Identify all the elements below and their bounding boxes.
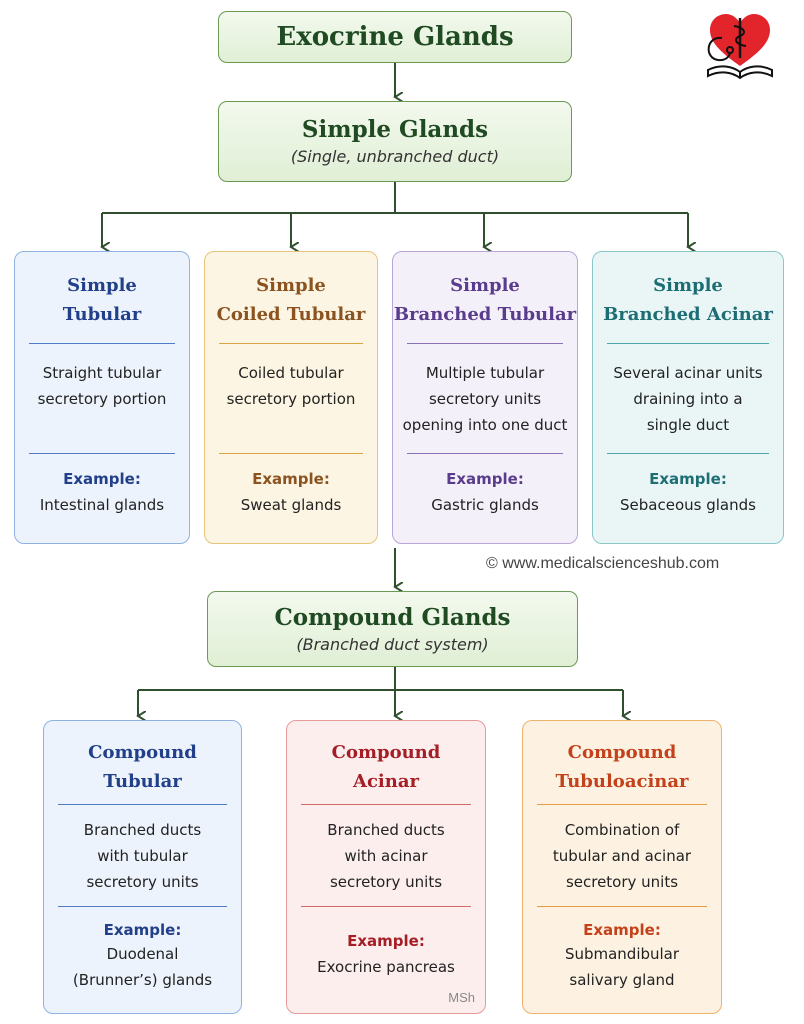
card-description-line: with tubular [97, 847, 188, 865]
card-description-line: secretory units [329, 873, 443, 891]
example-value: (Brunner’s) glands [72, 971, 213, 989]
card-title-line1: Simple [653, 275, 723, 296]
card-description-line: secretory units [86, 873, 199, 891]
card-description-line: secretory portion [37, 390, 167, 408]
card-description-line: Branched ducts [83, 821, 202, 839]
simple-glands-box: Simple Glands (Single, unbranched duct) [218, 101, 572, 182]
example-value: Sweat glands [240, 496, 342, 514]
copyright-text: © www.medicalscienceshub.com [486, 555, 720, 572]
example-value: Exocrine pancreas [317, 958, 455, 976]
heart-stethoscope-book-icon [707, 14, 773, 80]
card-title-line2: Coiled Tubular [216, 304, 366, 325]
example-label: Example: [63, 470, 141, 488]
card-description-line: Coiled tubular [238, 364, 344, 382]
example-value: Sebaceous glands [620, 496, 756, 514]
card-description-line: Combination of [564, 821, 680, 839]
card-title-line2: Branched Tubular [393, 304, 577, 325]
card-description-line: secretory units [428, 390, 542, 408]
card-title-line2: Branched Acinar [603, 304, 773, 325]
compound-glands-title: Compound Glands [274, 604, 511, 631]
card-title-line1: Compound [331, 742, 441, 763]
card-description-line: secretory units [565, 873, 679, 891]
card-simple-branched-tubular: Simple Branched Tubular Multiple tubular… [392, 251, 578, 544]
card-description-line: Several acinar units [613, 364, 763, 382]
card-description-line: with acinar [344, 847, 428, 865]
example-label: Example: [446, 470, 524, 488]
card-title-line2: Tubular [62, 304, 142, 325]
example-value: Intestinal glands [39, 496, 165, 514]
watermark-text: MSh [448, 990, 475, 1005]
example-value: salivary gland [569, 971, 675, 989]
root-title: Exocrine Glands [276, 22, 514, 52]
card-title-line1: Compound [567, 742, 677, 763]
compound-glands-box: Compound Glands (Branched duct system) [207, 591, 578, 667]
card-title-line2: Tubular [103, 771, 182, 792]
example-value: Submandibular [564, 945, 680, 963]
card-title-line2: Acinar [353, 771, 419, 792]
example-value: Duodenal [106, 945, 179, 963]
root-box-exocrine-glands: Exocrine Glands [218, 11, 572, 63]
card-simple-branched-acinar: Simple Branched Acinar Several acinar un… [592, 251, 784, 544]
card-simple-tubular: Simple Tubular Straight tubular secretor… [14, 251, 190, 544]
compound-glands-subtitle: (Branched duct system) [296, 635, 489, 654]
card-compound-tubuloacinar: Compound Tubuloacinar Combination of tub… [522, 720, 722, 1014]
card-description-line: Multiple tubular [425, 364, 545, 382]
example-label: Example: [583, 921, 661, 939]
card-title-line1: Simple [450, 275, 520, 296]
card-title-line2: Tubuloacinar [555, 771, 689, 792]
card-description-line: opening into one duct [402, 416, 568, 434]
card-description-line: tubular and acinar [552, 847, 692, 865]
card-title-line1: Simple [67, 275, 137, 296]
example-value: Gastric glands [431, 496, 539, 514]
example-label: Example: [103, 921, 182, 939]
card-compound-tubular: Compound Tubular Branched ducts with tub… [43, 720, 242, 1014]
card-description-line: Straight tubular [42, 364, 162, 382]
card-description-line: single duct [646, 416, 730, 434]
example-label: Example: [347, 932, 425, 950]
example-label: Example: [252, 470, 330, 488]
simple-glands-title: Simple Glands [301, 116, 489, 143]
example-label: Example: [649, 470, 727, 488]
card-description-line: secretory portion [226, 390, 356, 408]
card-description-line: Branched ducts [327, 821, 445, 839]
card-simple-coiled-tubular: Simple Coiled Tubular Coiled tubular sec… [204, 251, 378, 544]
card-title-line1: Compound [88, 742, 197, 763]
card-title-line1: Simple [256, 275, 326, 296]
card-description-line: draining into a [633, 390, 743, 408]
card-compound-acinar: Compound Acinar Branched ducts with acin… [286, 720, 486, 1014]
simple-glands-subtitle: (Single, unbranched duct) [290, 147, 500, 166]
